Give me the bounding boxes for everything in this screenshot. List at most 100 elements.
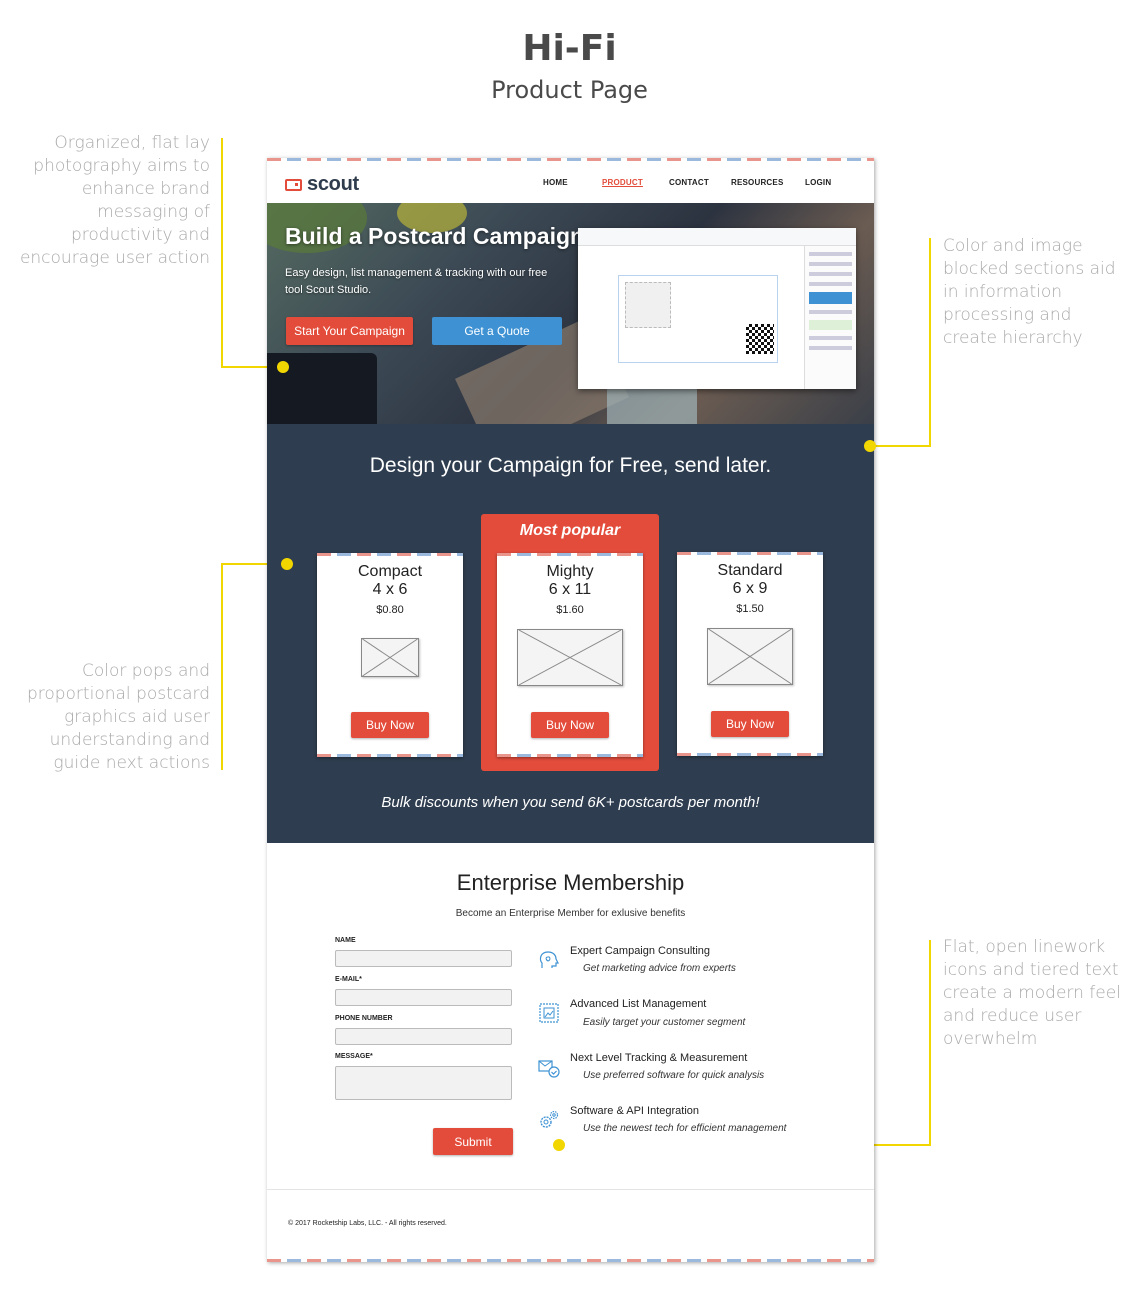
phone-label: PHONE NUMBER <box>335 1015 393 1022</box>
gears-icon <box>540 1110 559 1128</box>
annotation-line: encourage user action <box>19 248 210 268</box>
annotation-icons: Flat, open linework icons and tiered tex… <box>943 936 1133 1051</box>
annotation-line: Organized, flat lay <box>54 133 210 153</box>
nav-contact[interactable]: CONTACT <box>669 178 709 187</box>
stamp-icon <box>285 178 302 191</box>
card-price: $0.80 <box>376 604 404 616</box>
name-label: NAME <box>335 937 356 944</box>
get-quote-button[interactable]: Get a Quote <box>432 317 562 345</box>
annotation-line: create a modern feel <box>943 983 1121 1003</box>
pricing-card-standard: Standard 6 x 9 $1.50 Buy Now <box>677 552 823 756</box>
scout-studio-screenshot <box>578 228 856 389</box>
pricing-card-mighty: Mighty 6 x 11 $1.60 Buy Now <box>497 553 643 757</box>
annotation-line: guide next actions <box>53 753 210 773</box>
postcard-6x9-icon <box>707 628 793 685</box>
card-price: $1.60 <box>556 604 584 616</box>
submit-button[interactable]: Submit <box>433 1128 513 1155</box>
annotation-line: graphics aid user <box>64 707 210 727</box>
product-page-mockup: scout HOME PRODUCT CONTACT RESOURCES LOG… <box>267 158 874 1262</box>
feature-title: Advanced List Management <box>570 998 707 1010</box>
annotation-line: and reduce user <box>943 1006 1082 1026</box>
pricing-section: Design your Campaign for Free, send late… <box>267 424 874 843</box>
annotation-line: icons and tiered text <box>943 960 1119 980</box>
card-name: Mighty <box>546 563 594 580</box>
message-label: MESSAGE* <box>335 1053 373 1060</box>
card-size: 4 x 6 <box>372 581 408 598</box>
feature-title: Software & API Integration <box>570 1105 700 1117</box>
airmail-border <box>677 552 823 555</box>
card-size: 6 x 9 <box>732 580 768 597</box>
annotation-color-pops: Color pops and proportional postcard gra… <box>5 660 210 775</box>
annotation-photography: Organized, flat lay photography aims to … <box>5 132 210 270</box>
annotation-line: productivity and <box>70 225 210 245</box>
callout-dot <box>553 1139 565 1151</box>
annotation-line: enhance brand <box>81 179 210 199</box>
postcard-4x6-icon <box>361 638 419 677</box>
page-subtitle: Product Page <box>491 76 648 104</box>
feature-title: Next Level Tracking & Measurement <box>570 1052 748 1064</box>
callout-line <box>929 940 931 1146</box>
qr-code-icon <box>746 324 774 354</box>
footer-divider <box>267 1189 874 1190</box>
logo-text: scout <box>307 173 359 195</box>
email-label: E-MAIL* <box>335 976 362 983</box>
annotation-line: understanding and <box>49 730 210 750</box>
image-placeholder-icon <box>625 282 671 328</box>
bulk-discount-note: Bulk discounts when you send 6K+ postcar… <box>381 794 760 811</box>
feature-desc: Use the newest tech for efficient manage… <box>583 1123 787 1134</box>
enterprise-subtitle: Become an Enterprise Member for exlusive… <box>455 908 686 919</box>
name-input[interactable] <box>335 950 512 967</box>
callout-dot <box>864 440 876 452</box>
top-nav: scout HOME PRODUCT CONTACT RESOURCES LOG… <box>267 161 874 203</box>
pricing-card-compact: Compact 4 x 6 $0.80 Buy Now <box>317 553 463 757</box>
nav-login[interactable]: LOGIN <box>805 178 832 187</box>
studio-toolbar <box>578 228 856 246</box>
callout-dot <box>281 558 293 570</box>
airmail-border <box>267 158 874 161</box>
annotation-line: blocked sections aid <box>943 259 1116 279</box>
annotation-line: Color pops and <box>81 661 210 681</box>
annotation-line: Color and image <box>943 236 1083 256</box>
airmail-border <box>677 753 823 756</box>
callout-line <box>221 563 223 770</box>
card-size: 6 x 11 <box>548 581 592 598</box>
nav-product[interactable]: PRODUCT <box>602 178 643 187</box>
start-campaign-button[interactable]: Start Your Campaign <box>286 317 413 345</box>
buy-now-standard-button[interactable]: Buy Now <box>711 711 789 737</box>
pricing-heading: Design your Campaign for Free, send late… <box>369 454 772 477</box>
tracking-check-icon <box>538 1060 560 1078</box>
feature-title: Expert Campaign Consulting <box>570 945 711 957</box>
message-textarea[interactable] <box>335 1066 512 1100</box>
airmail-border <box>497 553 643 556</box>
buy-now-mighty-button[interactable]: Buy Now <box>531 712 609 738</box>
feature-desc: Use preferred software for quick analysi… <box>583 1070 765 1081</box>
most-popular-label: Most popular <box>519 522 621 539</box>
annotation-line: messaging of <box>97 202 210 222</box>
buy-now-compact-button[interactable]: Buy Now <box>351 712 429 738</box>
annotation-line: processing and <box>943 305 1072 325</box>
feature-desc: Get marketing advice from experts <box>583 963 736 974</box>
airmail-border <box>317 553 463 556</box>
nav-home[interactable]: HOME <box>543 178 568 187</box>
enterprise-title: Enterprise Membership <box>456 870 685 895</box>
callout-line <box>929 238 931 447</box>
postcard-6x11-icon <box>517 629 623 686</box>
callout-dot <box>277 361 289 373</box>
email-input[interactable] <box>335 989 512 1006</box>
airmail-border <box>267 1259 874 1262</box>
studio-postcard-canvas <box>618 275 778 363</box>
annotation-line: overwhelm <box>943 1029 1038 1049</box>
scout-logo[interactable]: scout <box>285 173 359 196</box>
copyright-text: © 2017 Rocketship Labs, LLC. - All right… <box>288 1220 447 1227</box>
annotation-line: create hierarchy <box>943 328 1083 348</box>
phone-input[interactable] <box>335 1028 512 1045</box>
annotation-line: in information <box>943 282 1063 302</box>
annotation-line: proportional postcard <box>26 684 210 704</box>
page-title: Hi-Fi <box>522 28 617 69</box>
studio-sidebar <box>804 246 856 389</box>
callout-line <box>221 138 223 368</box>
hero-title: Build a Postcard Campaign <box>285 223 585 249</box>
card-name: Compact <box>357 563 423 580</box>
card-price: $1.50 <box>736 603 764 615</box>
nav-resources[interactable]: RESOURCES <box>731 178 784 187</box>
